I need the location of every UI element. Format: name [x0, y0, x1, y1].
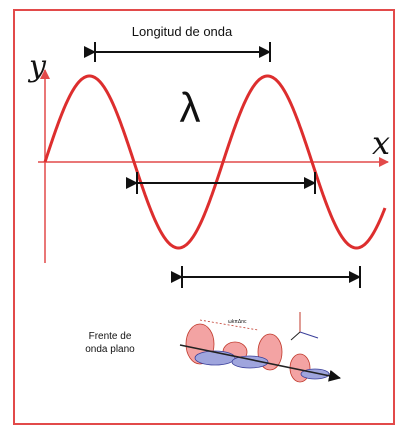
inset-caption-line1: Frente de [89, 331, 132, 342]
b-field-lobe [194, 350, 236, 366]
wavelength-label: Longitud de onda [132, 24, 233, 39]
plane-wave-inset: ωkπΔnc [179, 312, 341, 383]
propagation-axis [179, 344, 341, 382]
inset-small-label: ωkπΔnc [228, 319, 247, 325]
y-axis-label: y [27, 49, 47, 84]
inset-axis-glyph [299, 331, 319, 339]
inset-measure-line [199, 319, 259, 331]
inset-axis-glyph [290, 331, 301, 341]
outer-border [13, 9, 395, 425]
x-axis-label: x [372, 124, 390, 162]
b-field-lobe [231, 355, 269, 369]
inset-caption-line2: onda plano [85, 344, 135, 355]
lambda-symbol: λ [180, 84, 201, 131]
